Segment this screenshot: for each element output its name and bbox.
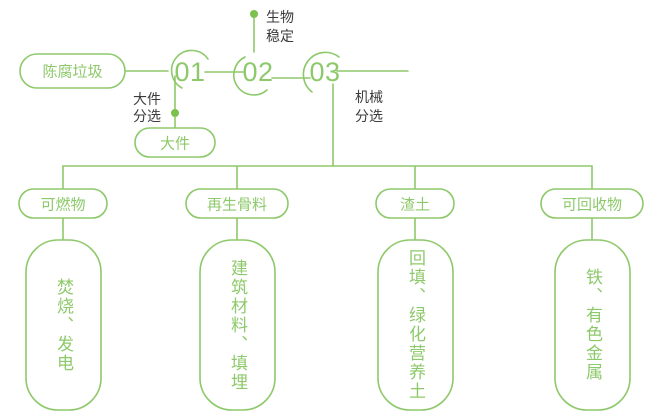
stage-03-label-line2: 分选: [355, 108, 383, 124]
connector-dot-02: [250, 10, 258, 18]
output-pill-4[interactable]: [540, 188, 644, 219]
stage-01-label-line1: 大件: [133, 91, 161, 107]
node-02-arc: [233, 56, 268, 96]
detail-box-1[interactable]: [25, 239, 102, 411]
output-pill-4-label: 可回收物: [562, 197, 622, 214]
output-pill-1-label: 可燃物: [40, 196, 85, 214]
output-pill-3[interactable]: [375, 188, 455, 219]
node-03-arc: [302, 51, 340, 93]
stage-02-label-line1: 生物: [266, 9, 294, 25]
source-node-pill[interactable]: [19, 53, 126, 89]
detail-box-3[interactable]: [377, 239, 454, 411]
stage-01-output-label: 大件: [160, 136, 190, 153]
detail-box-2[interactable]: [199, 239, 276, 411]
output-pill-2[interactable]: [185, 188, 289, 219]
stage-number-01: 01: [174, 57, 205, 87]
stage-01-label-line2: 分选: [133, 108, 161, 124]
stage-number-03: 03: [309, 57, 340, 87]
output-pill-2-label: 再生骨料: [207, 197, 267, 214]
connector-dot-01: [171, 109, 179, 117]
source-node-label: 陈腐垃圾: [42, 63, 102, 81]
detail-box-4[interactable]: [554, 239, 631, 411]
stage-02-label-line2: 稳定: [266, 28, 294, 44]
stage-03-label-line1: 机械: [355, 89, 383, 105]
stage-01-output-pill[interactable]: [134, 127, 216, 158]
output-pill-3-label: 渣土: [400, 197, 430, 214]
stage-number-02: 02: [242, 57, 273, 87]
output-pill-1[interactable]: [18, 188, 108, 219]
